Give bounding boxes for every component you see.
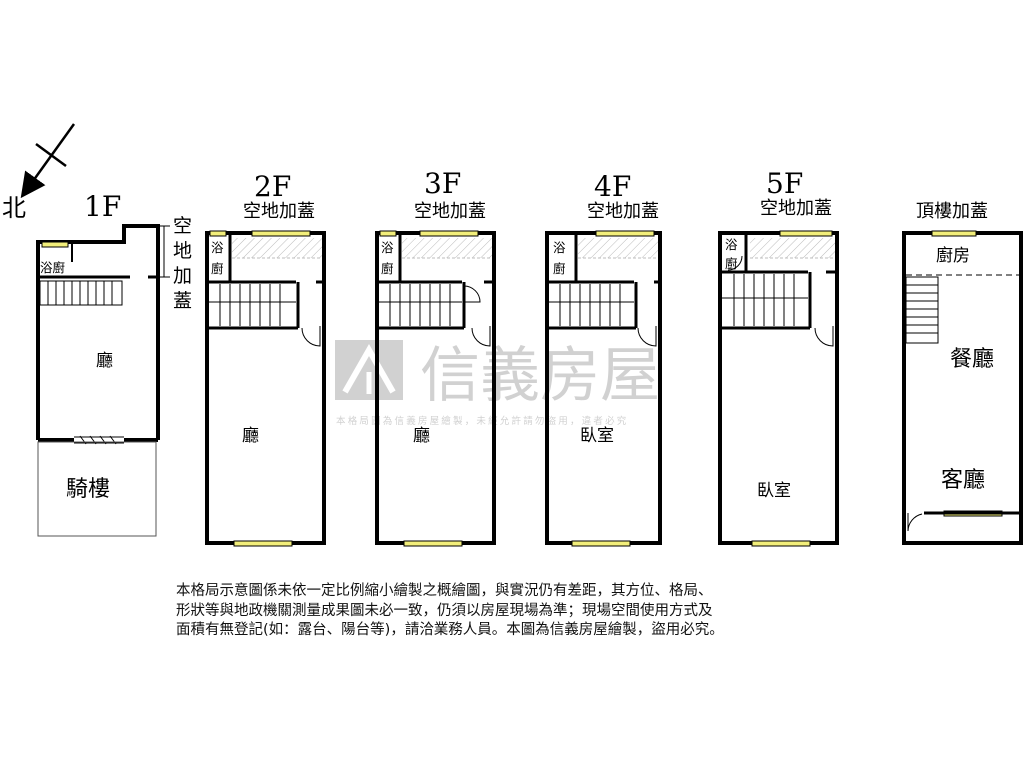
door-swing bbox=[637, 326, 657, 347]
room-bath: 浴 bbox=[553, 240, 566, 255]
disclaimer-line: 形狀等與地政機關測量成果圖未必一致，仍須以房屋現場為準；現場空間使用方式及 bbox=[176, 602, 713, 619]
room-kitchen: 廚房 bbox=[936, 245, 970, 266]
floor-2f: 2F 空地加蓋 浴 廚 廳 bbox=[205, 170, 326, 547]
addition-label-3f: 空地加蓋 bbox=[414, 201, 486, 222]
window bbox=[571, 540, 631, 547]
floor-5f: 5F 空地加蓋 浴 廚 臥室 bbox=[718, 167, 839, 547]
addition-label-roof: 頂樓加蓋 bbox=[916, 201, 988, 222]
room-arcade: 騎樓 bbox=[66, 477, 110, 502]
window bbox=[41, 241, 69, 248]
room-bath-kitchen: 浴廚 bbox=[40, 260, 65, 275]
window bbox=[251, 230, 311, 237]
arcade-area bbox=[37, 441, 157, 537]
window bbox=[419, 230, 479, 237]
addition-label-5f: 空地加蓋 bbox=[760, 198, 832, 219]
staircase bbox=[905, 276, 939, 344]
side-note-char: 地 bbox=[173, 240, 192, 262]
room-dining: 餐廳 bbox=[950, 347, 994, 372]
floor-label-5f: 5F bbox=[766, 167, 803, 200]
room-kitchen: 廚 bbox=[725, 256, 738, 271]
room-bedroom: 臥室 bbox=[757, 481, 791, 501]
window bbox=[751, 540, 811, 547]
floor-label-4f: 4F bbox=[594, 170, 631, 203]
staircase bbox=[39, 280, 123, 306]
room-hall: 廳 bbox=[242, 426, 259, 446]
room-bedroom: 臥室 bbox=[580, 426, 614, 446]
watermark-logo-icon bbox=[335, 340, 403, 400]
window bbox=[209, 230, 227, 237]
north-arrow: 北 bbox=[2, 123, 76, 222]
window bbox=[233, 540, 293, 547]
floor-4f: 4F 空地加蓋 浴 廚 臥室 bbox=[545, 170, 662, 547]
watermark-subtext: 本格局圖為信義房屋繪製，未經允許請勿盜用，違者必究 bbox=[336, 415, 629, 427]
room-hall: 廳 bbox=[413, 426, 430, 446]
side-note-char: 加 bbox=[173, 265, 192, 287]
room-bath: 浴 bbox=[725, 237, 738, 252]
floor-label-2f: 2F bbox=[254, 170, 291, 203]
door-swing bbox=[301, 326, 321, 347]
room-bath: 浴 bbox=[211, 240, 224, 255]
room-living: 客廳 bbox=[941, 468, 985, 493]
disclaimer-line: 本格局示意圖係未依一定比例縮小繪製之概繪圖，與實況仍有差距，其方位、格局、 bbox=[176, 583, 713, 599]
north-label: 北 bbox=[2, 194, 26, 222]
staircase bbox=[379, 284, 462, 326]
side-note-char: 蓋 bbox=[173, 290, 192, 312]
room-kitchen: 廚 bbox=[553, 261, 566, 276]
floor-label-1f: 1F bbox=[84, 190, 121, 223]
room-hall: 廳 bbox=[96, 351, 113, 371]
window bbox=[403, 540, 463, 547]
window bbox=[379, 230, 397, 237]
watermark-brand: 信義房屋 bbox=[420, 341, 660, 411]
side-note-char: 空 bbox=[173, 215, 192, 237]
door-swing bbox=[463, 285, 481, 303]
room-bath: 浴 bbox=[381, 240, 394, 255]
disclaimer: 本格局示意圖係未依一定比例縮小繪製之概繪圖，與實況仍有差距，其方位、格局、 形狀… bbox=[176, 582, 856, 641]
door-swing bbox=[727, 255, 743, 271]
front-door bbox=[74, 435, 124, 445]
door-swing bbox=[471, 326, 491, 347]
window bbox=[779, 230, 833, 237]
door-swing bbox=[814, 326, 834, 347]
door-swing bbox=[907, 513, 923, 532]
staircase bbox=[549, 284, 634, 326]
floor-label-3f: 3F bbox=[424, 167, 461, 200]
floor-1f: 1F 空 地 bbox=[36, 190, 192, 537]
staircase bbox=[209, 284, 296, 326]
window bbox=[931, 230, 977, 237]
disclaimer-line: 面積有無登記(如：露台、陽台等)，請洽業務人員。本圖為信義房屋繪製，盜用必究。 bbox=[176, 622, 724, 638]
watermark: 信義房屋 本格局圖為信義房屋繪製，未經允許請勿盜用，違者必究 bbox=[335, 340, 660, 427]
room-kitchen: 廚 bbox=[381, 261, 394, 276]
addition-label-2f: 空地加蓋 bbox=[243, 201, 315, 222]
staircase bbox=[722, 274, 808, 326]
room-kitchen: 廚 bbox=[211, 261, 224, 276]
side-addition-note: 空 地 加 蓋 bbox=[158, 215, 192, 312]
addition-label-4f: 空地加蓋 bbox=[587, 201, 659, 222]
floor-3f: 3F 空地加蓋 浴 廚 廳 bbox=[375, 167, 496, 547]
floor-roof: 頂樓加蓋 廚房 餐廳 客廳 bbox=[902, 201, 1023, 545]
window bbox=[595, 230, 655, 237]
